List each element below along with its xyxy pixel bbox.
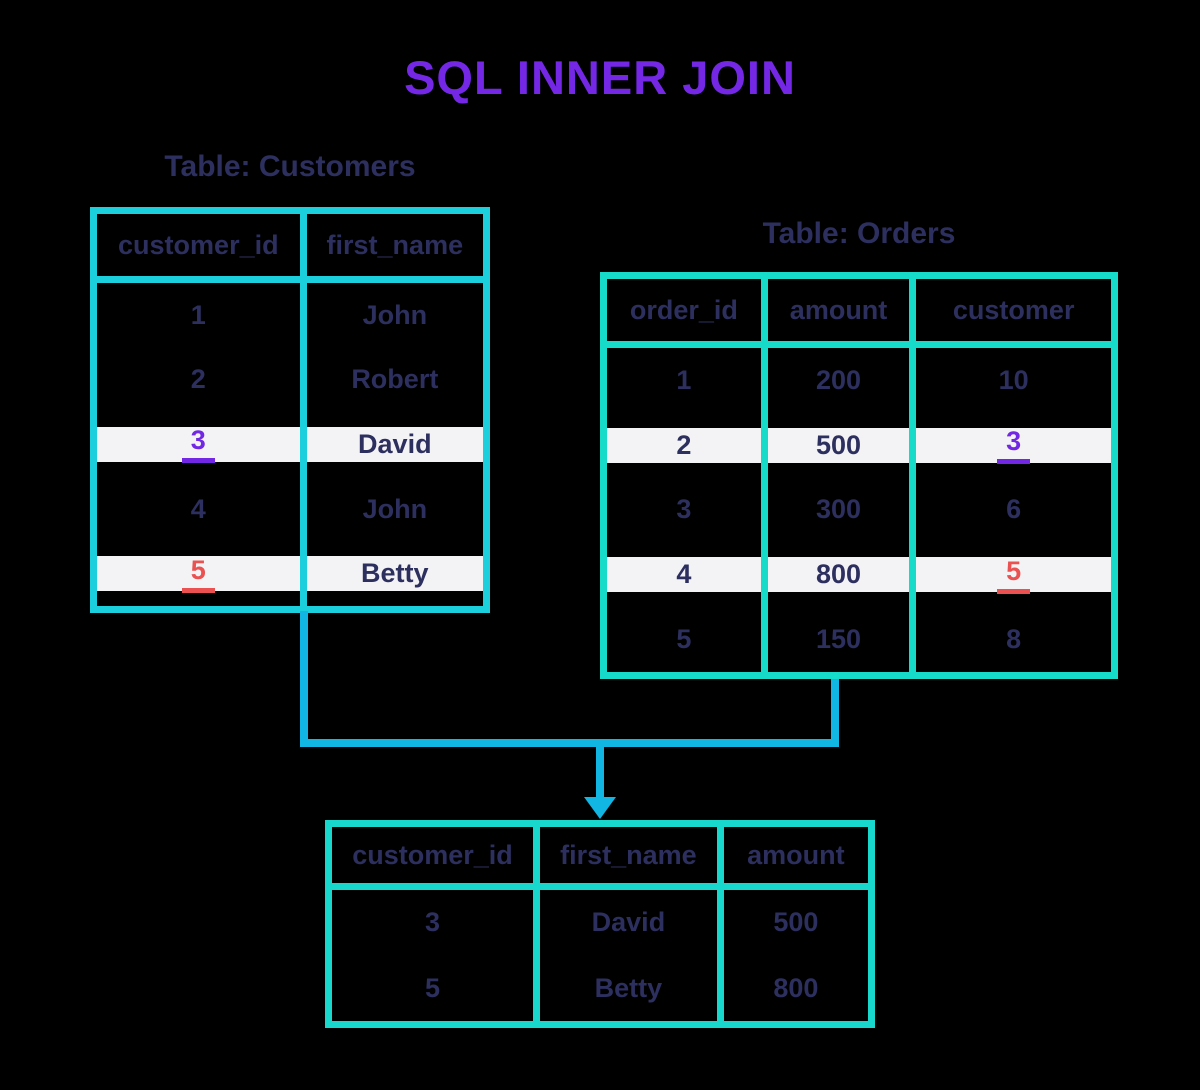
table-cell: David	[299, 412, 483, 477]
table-cell: 200	[760, 348, 910, 413]
table-row: 2 Robert	[97, 347, 483, 413]
table-cell: 500	[760, 412, 910, 478]
table-cell: Robert	[299, 347, 483, 413]
table-cell: 3	[97, 412, 300, 477]
arrow-stem-line	[596, 747, 604, 799]
table-cell: 800	[760, 542, 910, 608]
table-cell: 5	[97, 541, 300, 606]
table-cell: John	[299, 283, 483, 348]
matched-table-row: 4 800 5	[607, 542, 1111, 608]
table-cell: 5	[676, 624, 692, 655]
table-cell: 8	[909, 607, 1111, 672]
table-cell: 300	[760, 477, 910, 543]
matched-table-row: 2 500 3	[607, 412, 1111, 478]
matched-table-row: 3 David	[97, 412, 483, 477]
column-header-amount: amount	[716, 827, 868, 883]
customers-connector-line	[300, 611, 308, 747]
column-header-amount: amount	[760, 279, 910, 341]
table-cell: 2	[190, 364, 206, 395]
table-cell: 1	[190, 299, 206, 330]
table-cell: 3	[909, 412, 1111, 478]
table-cell: 3	[676, 494, 692, 525]
table-cell: 4	[190, 493, 206, 524]
join-key-value: 3	[181, 425, 215, 464]
join-key-value: 3	[997, 426, 1031, 465]
column-header-customer: customer	[909, 279, 1111, 341]
table-cell: 150	[760, 607, 910, 672]
table-cell: 4	[676, 559, 692, 590]
table-row: 4 John	[97, 476, 483, 542]
orders-table-label: Table: Orders	[762, 217, 956, 250]
table-cell: John	[299, 476, 483, 542]
table-cell: 5	[424, 972, 441, 1003]
down-arrow-icon	[584, 797, 616, 819]
orders-connector-line	[831, 679, 839, 747]
table-cell: 2	[676, 429, 692, 460]
join-key-value: 5	[181, 555, 215, 593]
table-cell: Betty	[299, 541, 483, 606]
table-cell: 1	[676, 364, 692, 395]
customers-table-label: Table: Customers	[164, 150, 416, 183]
table-cell: 800	[716, 955, 868, 1021]
customers-table-header-row: customer_id first_name	[97, 214, 483, 283]
join-connector-line	[300, 739, 839, 747]
table-cell: David	[533, 890, 717, 956]
table-cell: 500	[716, 890, 868, 956]
table-cell: Betty	[533, 955, 717, 1021]
diagram-title: SQL INNER JOIN	[404, 51, 796, 104]
column-header-first_name: first_name	[533, 827, 717, 883]
column-header-customer_id: customer_id	[118, 229, 279, 260]
table-cell: 10	[909, 348, 1111, 413]
table-cell: 5	[909, 542, 1111, 608]
column-header-customer_id: customer_id	[352, 839, 513, 870]
column-header-order_id: order_id	[629, 294, 738, 325]
table-row: 1 John	[97, 283, 483, 348]
matched-table-row: 5 Betty	[97, 541, 483, 606]
column-header-first_name: first_name	[299, 214, 483, 276]
table-cell: 3	[424, 907, 441, 938]
table-cell: 6	[909, 477, 1111, 543]
join-key-value: 5	[997, 556, 1031, 594]
